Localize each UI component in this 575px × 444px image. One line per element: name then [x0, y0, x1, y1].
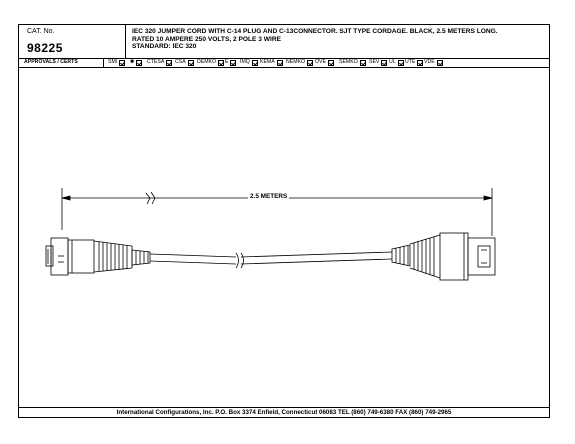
- checkbox-icon: [251, 59, 258, 66]
- cert-label: IMQ: [240, 59, 250, 65]
- cord-top-left: [149, 253, 237, 258]
- checkbox-icon: [276, 59, 283, 66]
- cert-sev: SEV: [369, 58, 388, 67]
- cert-label: CSA: [175, 59, 186, 65]
- c14-plug: [45, 237, 151, 276]
- cert-label: VDE: [424, 59, 435, 65]
- cord-top-right: [240, 251, 393, 258]
- description-line-1: IEC 320 JUMPER CORD WITH C-14 PLUG AND C…: [132, 28, 498, 35]
- cord-break-left: [235, 252, 239, 269]
- cert-label: DEMKO: [197, 59, 217, 65]
- cert-ute: UTE: [405, 58, 424, 67]
- checkbox-icon: [307, 59, 314, 66]
- cert-ul: UL: [389, 58, 404, 67]
- cert-label: CTESA: [147, 59, 165, 65]
- description-line-2: RATED 10 AMPERE 250 VOLTS, 2 POLE 3 WIRE: [132, 35, 282, 43]
- title-block: CAT. No. 98225 IEC 320 JUMPER CORD WITH …: [19, 25, 549, 59]
- plug-face: [50, 237, 69, 276]
- cert-vde: VDE: [424, 58, 443, 67]
- plug-pins: [45, 245, 54, 267]
- cert-label: KEMA: [260, 59, 275, 65]
- cord-bottom-left: [149, 260, 237, 265]
- cert-label: SEV: [369, 59, 380, 65]
- approvals-divider: [103, 58, 104, 67]
- approvals-title: APPROVALS / CERTS: [24, 59, 78, 65]
- cert-label: UTE: [405, 59, 416, 65]
- cat-number-value: 98225: [27, 41, 63, 55]
- cert-label: UL: [389, 59, 396, 65]
- checkbox-icon: [381, 59, 388, 66]
- arrowhead-right-icon: [483, 195, 493, 201]
- checkbox-icon: [436, 59, 443, 66]
- cert-semko: SEMKO: [339, 58, 366, 67]
- cert-smi: SMI: [108, 58, 126, 67]
- cat-number-label: CAT. No.: [27, 28, 55, 35]
- checkbox-icon: [230, 59, 237, 66]
- cert-csa: CSA: [175, 58, 194, 67]
- checkbox-icon: [187, 59, 194, 66]
- c13-connector: [391, 232, 496, 281]
- checkbox-icon: [359, 59, 366, 66]
- checkbox-icon: [327, 59, 334, 66]
- cert-label: OVE: [315, 59, 326, 65]
- cert-ove: OVE: [315, 58, 334, 67]
- drawing-frame: CAT. No. 98225 IEC 320 JUMPER CORD WITH …: [18, 24, 550, 418]
- cert-symbol-icon: ✱: [130, 59, 135, 65]
- checkbox-icon: [166, 59, 173, 66]
- checkbox-icon: [397, 59, 404, 66]
- arrowhead-left-icon: [61, 195, 71, 201]
- cert-e: E: [225, 58, 237, 67]
- cert-ctesa: CTESA: [147, 58, 173, 67]
- plug-body: [67, 239, 95, 274]
- cert-label: SEMKO: [339, 59, 358, 65]
- company-footer: International Configurations, Inc. P.O. …: [19, 407, 549, 417]
- cert-label: SMI: [108, 59, 118, 65]
- cert-symbol: ✱: [130, 58, 143, 67]
- description-line-3: STANDARD: IEC 320: [132, 43, 197, 51]
- cord-bottom-right: [240, 258, 393, 265]
- checkbox-icon: [136, 59, 143, 66]
- dimension-label: 2.5 METERS: [248, 193, 290, 200]
- connector-face: [467, 237, 496, 276]
- cord-break-right: [240, 252, 244, 269]
- cert-kema: KEMA: [260, 58, 283, 67]
- approvals-row: APPROVALS / CERTS SMI ✱ CTESA CSA DEMKO …: [19, 58, 549, 68]
- cert-demko: DEMKO: [197, 58, 225, 67]
- catalog-number-box: CAT. No. 98225: [19, 25, 126, 58]
- product-description: IEC 320 JUMPER CORD WITH C-14 PLUG AND C…: [132, 28, 498, 51]
- cert-imq: IMQ: [240, 58, 258, 67]
- cert-label: NEMKO: [286, 59, 306, 65]
- break-mark-icon: [145, 191, 156, 205]
- checkbox-icon: [119, 59, 126, 66]
- checkbox-icon: [218, 59, 225, 66]
- cert-nemko: NEMKO: [286, 58, 314, 67]
- cert-label: E: [225, 59, 229, 65]
- checkbox-icon: [417, 59, 424, 66]
